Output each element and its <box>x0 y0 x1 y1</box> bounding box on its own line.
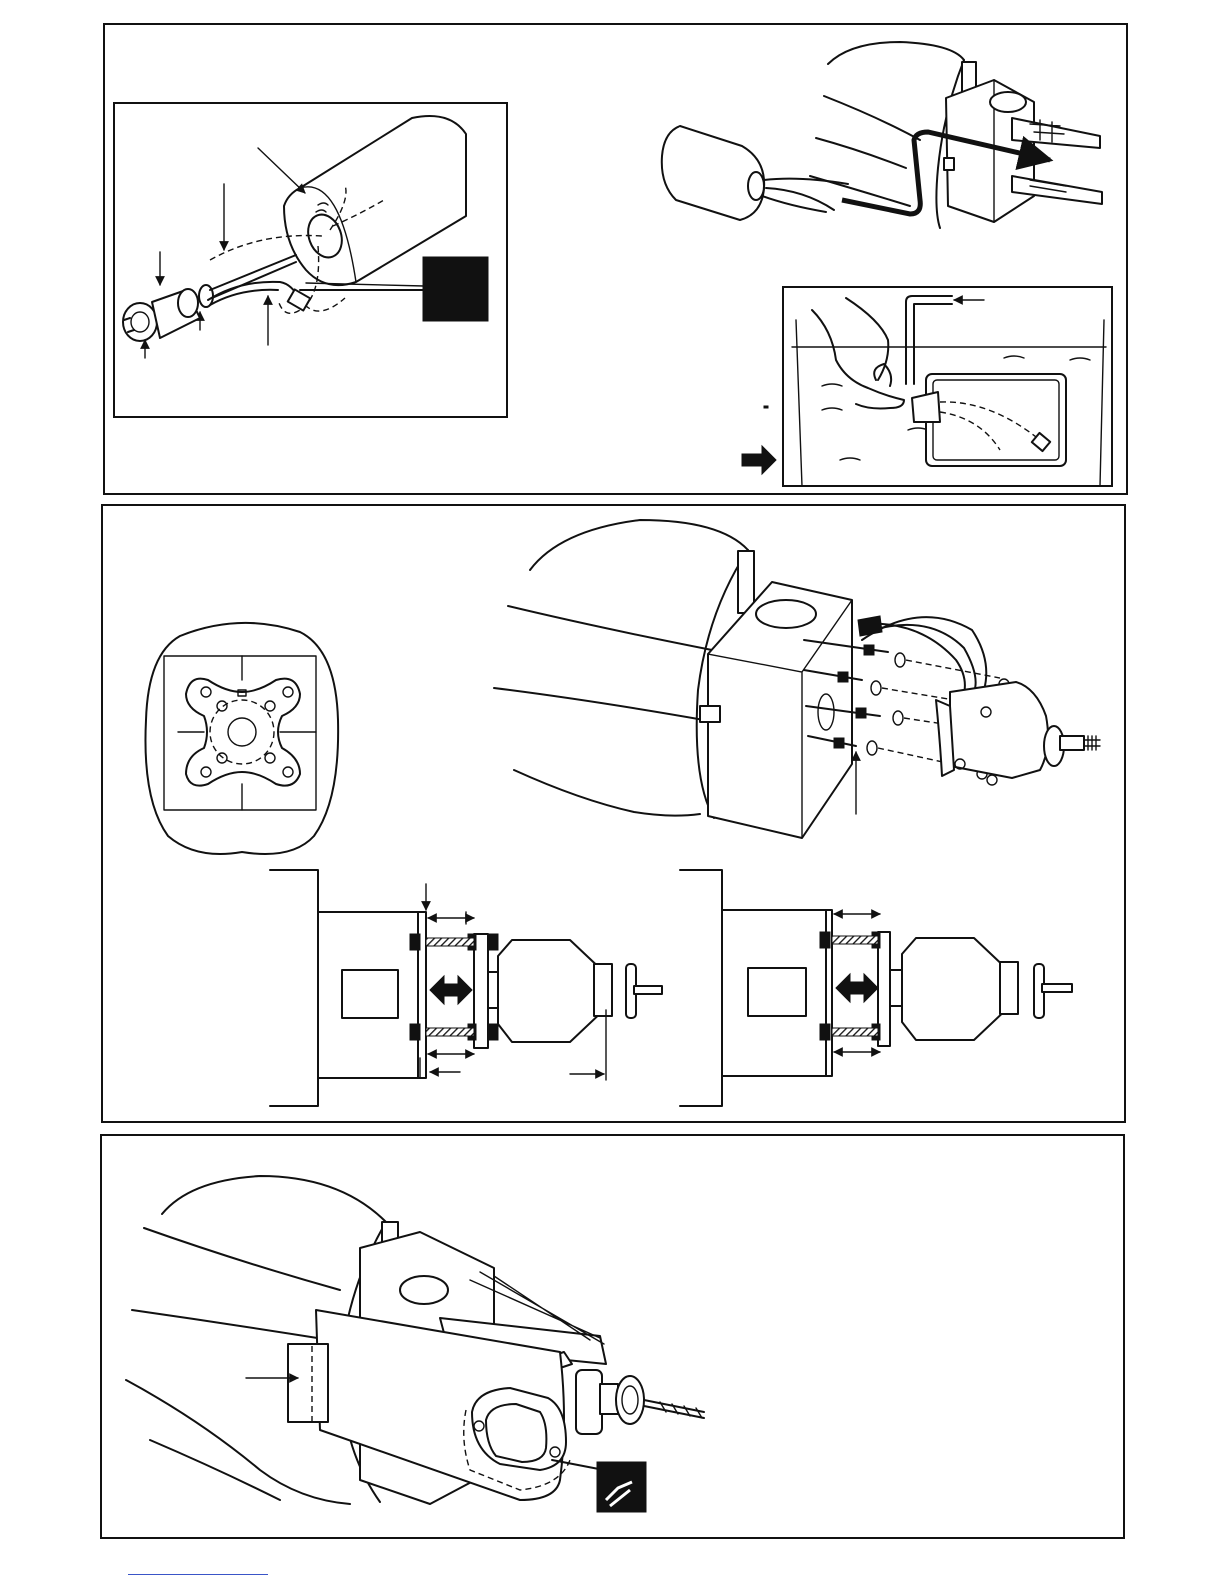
callout-arrow-vent <box>258 148 305 193</box>
fuel-tank-inset <box>114 103 507 417</box>
firewall-hole <box>990 92 1026 112</box>
panel-fuel-line-routing <box>104 24 1127 494</box>
fuel-tank-side <box>662 126 764 220</box>
footer-link-underline[interactable] <box>128 1574 268 1575</box>
firewall-box-hole <box>756 600 816 628</box>
fuselage-nose-electric <box>494 520 1100 838</box>
double-arrow-icon <box>836 974 878 1002</box>
cowl-template-tab <box>288 1344 328 1422</box>
black-square-icon <box>423 257 488 321</box>
leak-test-inset <box>742 287 1112 486</box>
mount-spacing-left <box>270 870 662 1106</box>
motor-mount-template <box>145 623 338 854</box>
panel-motor-mount-install <box>102 505 1125 1122</box>
right-arrow-icon <box>742 446 776 474</box>
mount-spacing-right <box>680 870 1072 1106</box>
glow-engine <box>576 1370 704 1434</box>
tank-stopper-assembly <box>123 255 310 341</box>
fuselage-nose-glow <box>126 1176 704 1512</box>
tank-stopper-test <box>912 392 940 422</box>
panel-cowl-and-muffler <box>101 1135 1124 1538</box>
double-arrow-icon <box>430 976 472 1004</box>
fuselage-nose-top <box>662 42 1102 228</box>
submerged-tank <box>926 374 1066 466</box>
